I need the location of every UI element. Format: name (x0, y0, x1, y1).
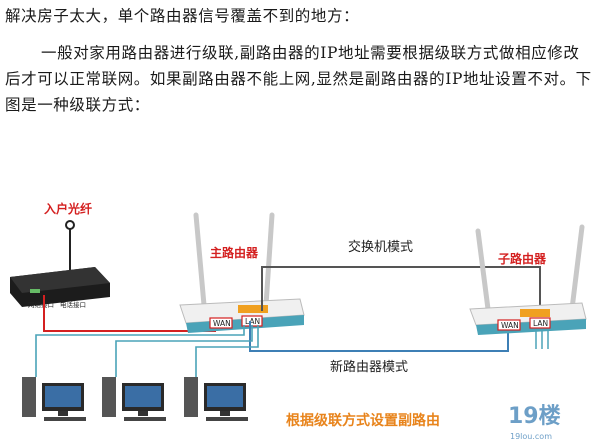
cascade-diagram: 入户光纤 网络接口 电话接口 主路由器 WAN LAN 交换机模式 (0, 185, 596, 447)
main-router-lan-label: LAN (245, 317, 260, 326)
main-router-label: 主路由器 (210, 245, 259, 260)
pc-icon (184, 377, 248, 421)
sub-router-wan-label: WAN (501, 321, 519, 330)
fiber-label: 入户光纤 (44, 201, 92, 216)
modem-icon (10, 267, 110, 307)
modem-port-network-label: 网络接口 (28, 300, 54, 309)
watermark-text: 19楼 (508, 404, 561, 429)
wan-cable (43, 295, 216, 332)
pc-icon (102, 377, 166, 421)
switch-mode-label: 交换机模式 (348, 239, 413, 255)
main-router-ports-icon (238, 305, 268, 313)
main-router-icon (179, 212, 305, 333)
main-router-wan-label: WAN (213, 319, 231, 328)
sub-router-lan-cables (535, 330, 549, 349)
diagram-svg: 入户光纤 网络接口 电话接口 主路由器 WAN LAN 交换机模式 (10, 201, 587, 441)
sub-router-lan-box (529, 317, 551, 329)
sub-router-icon (469, 224, 587, 335)
modem-port-phone-label: 电话接口 (60, 300, 86, 309)
intro-line: 解决房子太大，单个路由器信号覆盖不到的地方： (5, 7, 360, 25)
pc-lan-cables (35, 325, 259, 377)
sub-router-lan-label: LAN (533, 319, 548, 328)
diagram-caption: 根据级联方式设置副路由 (286, 412, 440, 429)
router-mode-cable (249, 321, 509, 352)
new-router-mode-label: 新路由器模式 (330, 359, 408, 375)
pc-icon (22, 377, 86, 421)
body-paragraph: 一般对家用路由器进行级联,副路由器的IP地址需要根据级联方式做相应修改后才可以正… (5, 44, 592, 114)
switch-mode-cable (261, 266, 541, 313)
main-router-wan-box (209, 317, 233, 329)
sub-router-label: 子路由器 (498, 251, 547, 266)
watermark-url: 19lou.com (510, 432, 552, 441)
sub-router-wan-box (497, 319, 521, 331)
fiber-connector-icon (65, 220, 75, 230)
watermark-logo: 19楼 19lou.com (508, 404, 561, 441)
